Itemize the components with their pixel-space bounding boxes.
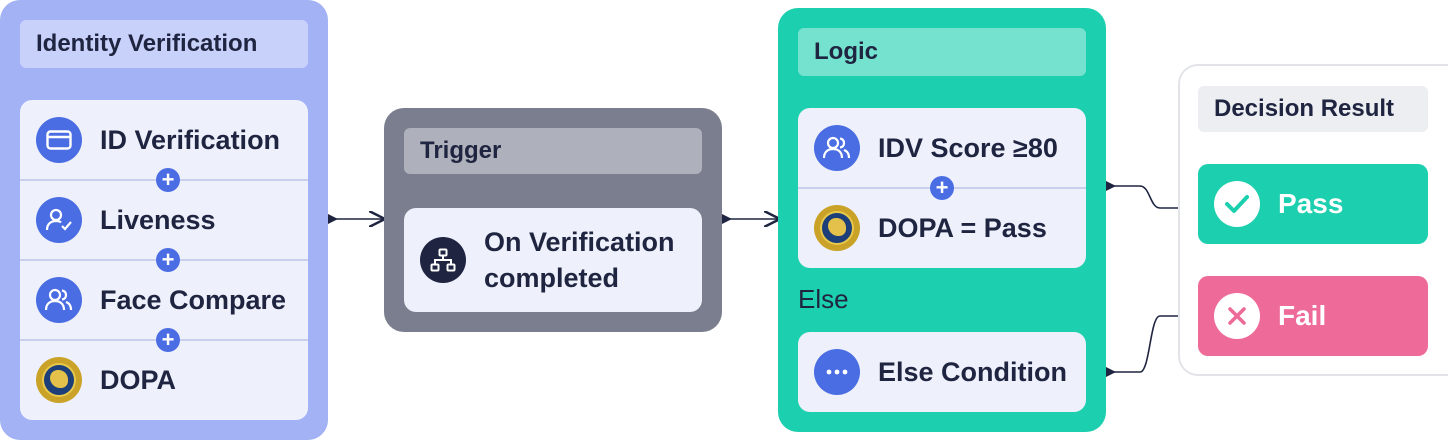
- hierarchy-icon: [420, 237, 466, 283]
- fail-label: Fail: [1278, 300, 1327, 331]
- pass-label: Pass: [1278, 188, 1344, 219]
- trigger-event-line2: completed: [484, 263, 620, 293]
- id-card-icon: [36, 117, 82, 163]
- dopa-seal-icon: [36, 357, 82, 403]
- dopa-seal-icon: [814, 205, 860, 251]
- identity-card: ID Verification + Liveness + Face Compar…: [20, 100, 308, 420]
- item-label: Face Compare: [100, 284, 287, 315]
- condition-label: DOPA = Pass: [878, 212, 1047, 243]
- trigger-title: Trigger: [404, 128, 702, 174]
- user-check-icon: [36, 197, 82, 243]
- logic-panel: Logic IDV Score ≥80 + DOPA = Pass Else E…: [778, 8, 1106, 432]
- x-icon: [1214, 293, 1260, 339]
- trigger-panel: Trigger On Verification completed: [384, 108, 722, 332]
- logic-conditions-card: IDV Score ≥80 + DOPA = Pass: [798, 108, 1086, 268]
- add-icon[interactable]: +: [156, 248, 180, 272]
- connector-else-fail: [1108, 316, 1197, 373]
- add-icon[interactable]: +: [156, 168, 180, 192]
- more-icon: [814, 349, 860, 395]
- pass-result[interactable]: Pass: [1198, 164, 1428, 244]
- identity-item-face-compare[interactable]: Face Compare: [20, 260, 308, 340]
- identity-item-id-verification[interactable]: ID Verification: [20, 100, 308, 180]
- condition-label: IDV Score ≥80: [878, 132, 1058, 163]
- fail-result[interactable]: Fail: [1198, 276, 1428, 356]
- identity-item-liveness[interactable]: Liveness: [20, 180, 308, 260]
- item-label: Liveness: [100, 204, 216, 235]
- connector-logic-pass: [1108, 185, 1197, 208]
- users-icon: [36, 277, 82, 323]
- identity-panel: Identity Verification ID Verification + …: [0, 0, 328, 440]
- item-label: ID Verification: [100, 124, 281, 155]
- logic-condition-dopa[interactable]: DOPA = Pass: [798, 188, 1086, 268]
- identity-title: Identity Verification: [20, 20, 308, 68]
- users-icon: [814, 125, 860, 171]
- else-label: Else: [798, 284, 849, 314]
- add-icon[interactable]: +: [156, 328, 180, 352]
- else-condition-label: Else Condition: [878, 356, 1067, 387]
- check-icon: [1214, 181, 1260, 227]
- logic-title: Logic: [798, 28, 1086, 76]
- else-condition-card[interactable]: Else Condition: [798, 332, 1086, 412]
- decision-title: Decision Result: [1198, 86, 1428, 132]
- logic-condition-idv-score[interactable]: IDV Score ≥80: [798, 108, 1086, 188]
- identity-item-dopa[interactable]: DOPA: [20, 340, 308, 420]
- trigger-event-line1: On Verification: [484, 227, 675, 257]
- add-icon[interactable]: +: [930, 176, 954, 200]
- trigger-card[interactable]: On Verification completed: [404, 208, 702, 312]
- item-label: DOPA: [100, 364, 177, 395]
